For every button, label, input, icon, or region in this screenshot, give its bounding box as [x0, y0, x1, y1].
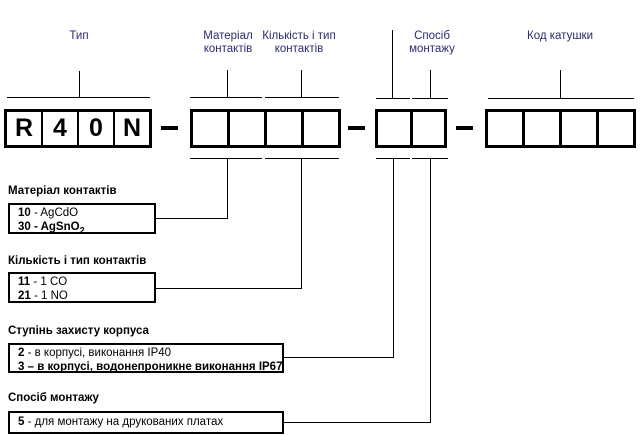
leader-line — [376, 98, 410, 99]
code-group-protection-mounting — [375, 109, 447, 148]
option-code: 21 — [18, 289, 31, 302]
option-subscript: 2 — [79, 224, 85, 235]
code-group-type: R 4 0 N — [4, 109, 152, 148]
option-text: - AgCdO — [30, 207, 79, 219]
options-box-protection-degree: 2 - в корпусі, виконання IP40 3 – в корп… — [8, 343, 284, 373]
option-text: - AgSnO — [30, 220, 80, 233]
label-contact-material-line2: контактів — [203, 43, 253, 55]
label-contact-material: Матеріал контактів — [203, 30, 252, 56]
connector-line — [156, 218, 228, 219]
leader-line — [265, 158, 339, 159]
connector-line — [156, 288, 302, 289]
code-cell — [227, 112, 264, 145]
option-text: - для монтажу на друкованих платах — [24, 416, 224, 428]
connector-line — [227, 158, 228, 219]
options-box-contact-material: 10 - AgCdO 30 - AgSnO2 — [8, 203, 156, 235]
leader-line — [7, 97, 150, 98]
code-cell — [522, 112, 559, 145]
section-heading-protection-degree: Ступінь захисту корпуса — [8, 325, 149, 337]
option-row: 2 - в корпусі, виконання IP40 — [18, 347, 282, 361]
label-contact-qty-type: Кількість і тип контактів — [262, 30, 335, 56]
leader-line — [412, 98, 448, 99]
option-code: 5 — [18, 416, 25, 428]
section-heading-contact-material: Матеріал контактів — [8, 185, 117, 197]
code-cell: 0 — [77, 112, 113, 145]
leader-line — [227, 70, 228, 97]
option-row: 5 - для монтажу на друкованих платах — [18, 416, 282, 430]
connector-line — [284, 357, 394, 358]
code-cell — [264, 112, 301, 145]
label-contact-qty-type-line2: контактів — [274, 43, 324, 55]
option-code: 2 — [18, 347, 25, 359]
code-cell — [193, 112, 227, 145]
label-mounting-method: Спосіб монтажу — [409, 30, 455, 56]
option-text: - 1 CO — [30, 276, 68, 288]
label-mounting-method-line2: монтажу — [409, 43, 455, 55]
option-text: - 1 NO — [30, 289, 68, 302]
code-cell: N — [113, 112, 149, 145]
leader-line — [430, 70, 431, 98]
code-cell — [488, 112, 522, 145]
code-cell — [559, 112, 596, 145]
option-text: - в корпусі, виконання IP40 — [24, 347, 172, 359]
option-code: 11 — [18, 276, 31, 288]
option-row: 21 - 1 NO — [18, 290, 154, 304]
label-mounting-method-line1: Спосіб — [414, 30, 450, 42]
code-cell — [409, 112, 445, 145]
code-group-contact-material-qty — [190, 109, 341, 148]
leader-line — [560, 70, 561, 98]
label-contact-material-line1: Матеріал — [203, 30, 253, 42]
option-code: 10 — [18, 207, 31, 219]
option-code: 30 — [18, 220, 31, 233]
section-heading-mounting-method: Спосіб монтажу — [8, 392, 99, 404]
code-cell — [301, 112, 338, 145]
option-row: 11 - 1 CO — [18, 276, 154, 290]
connector-line — [301, 158, 302, 289]
option-row: 30 - AgSnO2 — [18, 221, 154, 238]
section-heading-contact-qty-type: Кількість і тип контактів — [8, 255, 147, 267]
label-coil-code-line1: Код катушки — [526, 30, 594, 42]
connector-line — [430, 158, 431, 423]
label-contact-qty-type-line1: Кількість і тип — [262, 30, 336, 42]
separator-dash — [161, 126, 178, 130]
leader-line — [488, 98, 634, 99]
separator-dash — [348, 126, 365, 130]
leader-line — [190, 97, 262, 98]
options-box-mounting-method: 5 - для монтажу на друкованих платах — [8, 411, 284, 434]
label-type: Тип — [69, 30, 88, 43]
option-text: – в корпусі, водонепроникне виконання IP… — [24, 360, 283, 373]
code-cell — [378, 112, 410, 145]
connector-line — [284, 422, 431, 423]
leader-line — [265, 97, 339, 98]
leader-line — [190, 158, 262, 159]
leader-line — [79, 71, 80, 97]
separator-dash — [456, 126, 473, 130]
connector-line — [393, 158, 394, 358]
option-code: 3 — [18, 360, 25, 373]
code-cell: 4 — [41, 112, 77, 145]
leader-line — [301, 70, 302, 97]
label-coil-code: Код катушки — [527, 30, 593, 43]
option-row: 3 – в корпусі, водонепроникне виконання … — [18, 361, 282, 375]
label-type-line1: Тип — [69, 30, 89, 42]
option-row: 10 - AgCdO — [18, 207, 154, 221]
code-group-coil-code — [485, 109, 636, 148]
code-cell: R — [14, 114, 34, 142]
code-cell — [596, 112, 633, 145]
leader-line — [392, 30, 393, 98]
options-box-contact-qty-type: 11 - 1 CO 21 - 1 NO — [8, 272, 156, 303]
